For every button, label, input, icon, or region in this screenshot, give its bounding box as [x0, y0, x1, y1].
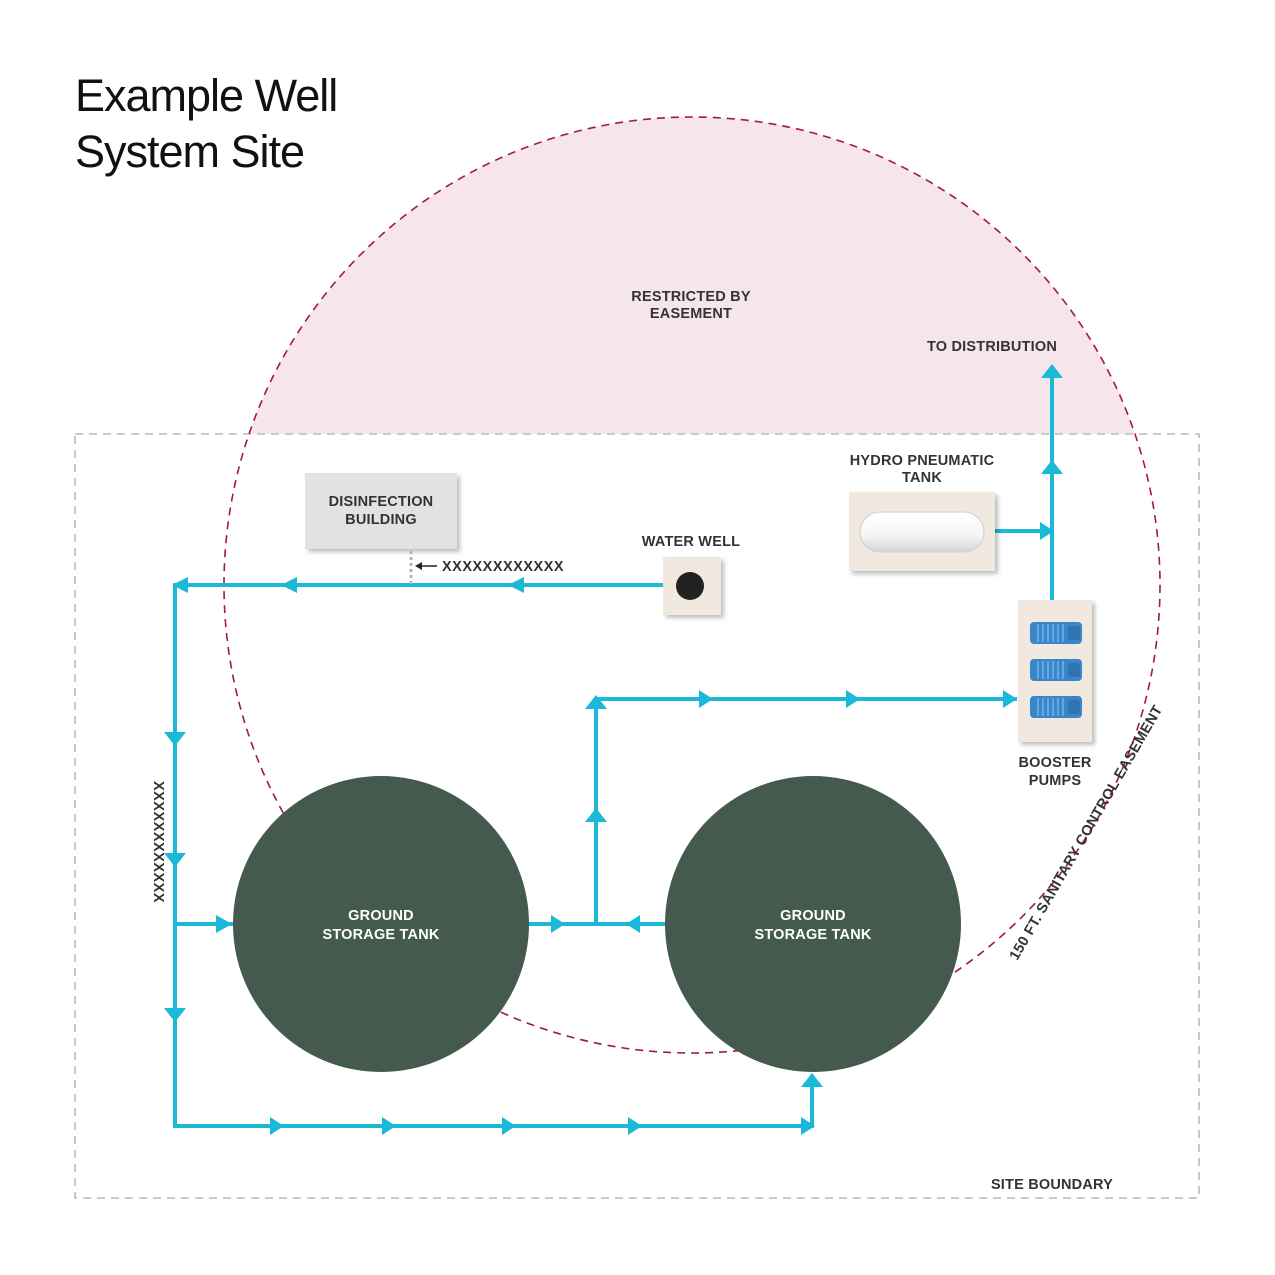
flow-arrow: [164, 853, 186, 867]
flow-arrow: [508, 577, 524, 593]
site-boundary-label: SITE BOUNDARY: [991, 1177, 1113, 1193]
booster-pump-2: [1030, 659, 1082, 681]
restricted-label-line-1: RESTRICTED BY: [631, 289, 751, 305]
flow-arrow: [585, 808, 607, 822]
hydro-pneumatic-tank: [859, 511, 985, 553]
flow-arrow: [172, 577, 188, 593]
title-line-1: Example Well: [75, 70, 338, 121]
pipe-marker-label: XXXXXXXXXXXX: [442, 559, 564, 575]
site-boundary: [74, 433, 1200, 1199]
flow-arrow: [382, 1117, 396, 1135]
water-well-label: WATER WELL: [642, 534, 740, 550]
tank-2-label-line-1: GROUND: [780, 908, 846, 924]
flow-arrows: [164, 364, 1063, 1135]
flow-arrow: [801, 1117, 815, 1135]
flow-arrow: [216, 915, 232, 933]
diagram-title: Example Well System Site: [75, 68, 338, 180]
ground-storage-tank-1: [233, 776, 529, 1072]
hydro-tank-label-line-1: HYDRO PNEUMATIC: [850, 453, 995, 469]
disinfection-label-line-2: BUILDING: [345, 512, 417, 528]
title-line-2: System Site: [75, 126, 305, 177]
flow-arrow: [1041, 364, 1063, 378]
tank-1-label-line-2: STORAGE TANK: [322, 927, 439, 943]
flow-arrow: [1003, 690, 1017, 708]
flow-arrow: [699, 690, 713, 708]
restricted-label-line-2: EASEMENT: [650, 306, 732, 322]
flow-arrow: [164, 732, 186, 746]
booster-pump-1: [1030, 622, 1082, 644]
pipe-well-to-west: [173, 583, 814, 1128]
water-well: [676, 572, 704, 600]
flow-arrow: [801, 1073, 823, 1087]
flow-arrow: [1040, 522, 1054, 540]
flow-arrow: [502, 1117, 516, 1135]
flow-arrow: [585, 695, 607, 709]
disinfection-building: [305, 473, 457, 549]
restricted-easement-zone: [249, 117, 1135, 434]
flow-arrow: [846, 690, 860, 708]
tank-1-label-line-1: GROUND: [348, 908, 414, 924]
tank-2-label-line-2: STORAGE TANK: [754, 927, 871, 943]
disinfection-label-line-1: DISINFECTION: [329, 494, 434, 510]
flow-arrow: [551, 915, 565, 933]
booster-pumps-label-line-1: BOOSTER: [1018, 755, 1091, 771]
flow-arrow: [281, 577, 297, 593]
booster-pump-3: [1030, 696, 1082, 718]
vertical-marker-label: XXXXXXXXXXXX: [150, 781, 166, 903]
pointer-arrow: [415, 562, 437, 570]
hydro-tank-label-line-2: TANK: [902, 470, 942, 486]
flow-arrow: [626, 915, 640, 933]
to-distribution-label: TO DISTRIBUTION: [927, 339, 1057, 355]
flow-arrow: [628, 1117, 642, 1135]
flow-arrow: [1041, 460, 1063, 474]
flow-arrow: [270, 1117, 284, 1135]
booster-pumps-label-line-2: PUMPS: [1029, 773, 1082, 789]
flow-arrow: [164, 1008, 186, 1022]
ground-storage-tank-2: [665, 776, 961, 1072]
